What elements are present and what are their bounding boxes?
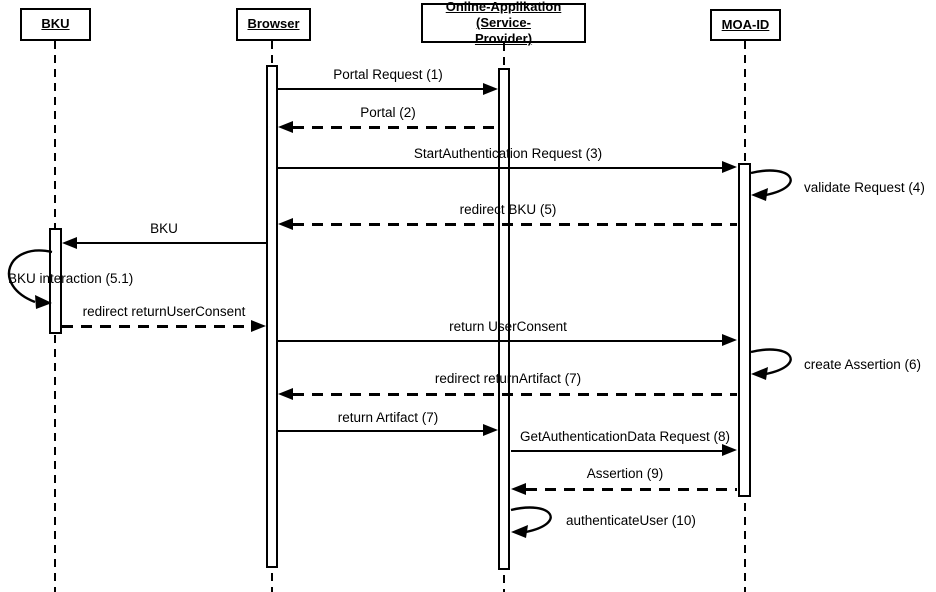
message-label-redirect-bku: redirect BKU (5) (459, 202, 557, 217)
message-line-portal-request (278, 88, 484, 90)
arrowhead-left-icon (511, 483, 526, 495)
self-message-loop-icon (750, 169, 792, 201)
actor-label-bku: BKU (41, 16, 70, 32)
activation-bar-browser (266, 65, 278, 568)
message-label-assertion: Assertion (9) (586, 466, 664, 481)
message-label-get-authentication-data: GetAuthenticationData Request (8) (519, 429, 731, 444)
message-label-authenticate-user: authenticateUser (10) (566, 513, 696, 528)
message-line-bku (77, 242, 266, 244)
activation-bar-moa-id (738, 163, 751, 497)
arrowhead-right-icon (483, 83, 498, 95)
message-label-redirect-return-user-consent: redirect returnUserConsent (82, 304, 246, 319)
message-line-return-user-consent (278, 340, 722, 342)
message-line-return-artifact (278, 430, 484, 432)
message-label-start-authentication: StartAuthentication Request (3) (413, 146, 603, 161)
activation-bar-bku (49, 228, 62, 334)
message-label-return-user-consent: return UserConsent (449, 319, 567, 334)
actor-box-online-applikation: Online-Applikation (Service- Provider) (421, 0, 586, 46)
arrowhead-right-icon (483, 424, 498, 436)
message-label-return-artifact: return Artifact (7) (337, 410, 439, 425)
activation-bar-online-applikation (498, 68, 510, 570)
self-message-loop-icon (7, 249, 53, 309)
message-line-redirect-bku (293, 223, 737, 226)
arrowhead-left-icon (278, 218, 293, 230)
actor-box-bku: BKU (20, 8, 91, 41)
arrowhead-right-icon (722, 444, 737, 456)
arrowhead-left-icon (278, 121, 293, 133)
actor-label-online-applikation-line1: Online-Applikation (Service- (445, 0, 562, 30)
message-line-get-authentication-data (511, 450, 722, 452)
actor-label-browser: Browser (247, 16, 300, 32)
message-label-bku: BKU (150, 221, 178, 236)
arrowhead-left-icon (62, 237, 77, 249)
message-line-assertion (526, 488, 737, 491)
message-label-bku-interaction: BKU interaction (5.1) (8, 271, 134, 286)
message-line-portal (293, 126, 498, 129)
actor-box-moa-id: MOA-ID (710, 9, 781, 41)
message-label-portal: Portal (2) (360, 105, 416, 120)
actor-label-moa-id: MOA-ID (721, 16, 770, 32)
self-message-loop-icon (510, 506, 552, 538)
arrowhead-right-icon (722, 161, 737, 173)
message-line-redirect-return-user-consent (62, 325, 251, 328)
message-label-redirect-return-artifact: redirect returnArtifact (7) (434, 371, 582, 386)
self-message-loop-icon (750, 348, 792, 380)
arrowhead-left-icon (278, 388, 293, 400)
message-line-redirect-return-artifact (293, 393, 737, 396)
message-line-start-authentication (278, 167, 722, 169)
message-label-portal-request: Portal Request (1) (333, 67, 443, 82)
actor-label-online-applikation-line2: Provider) (474, 31, 533, 47)
message-label-validate-request: validate Request (4) (804, 180, 925, 195)
actor-box-browser: Browser (236, 8, 311, 41)
arrowhead-right-icon (722, 334, 737, 346)
message-label-create-assertion: create Assertion (6) (804, 357, 922, 372)
arrowhead-right-icon (251, 320, 266, 332)
